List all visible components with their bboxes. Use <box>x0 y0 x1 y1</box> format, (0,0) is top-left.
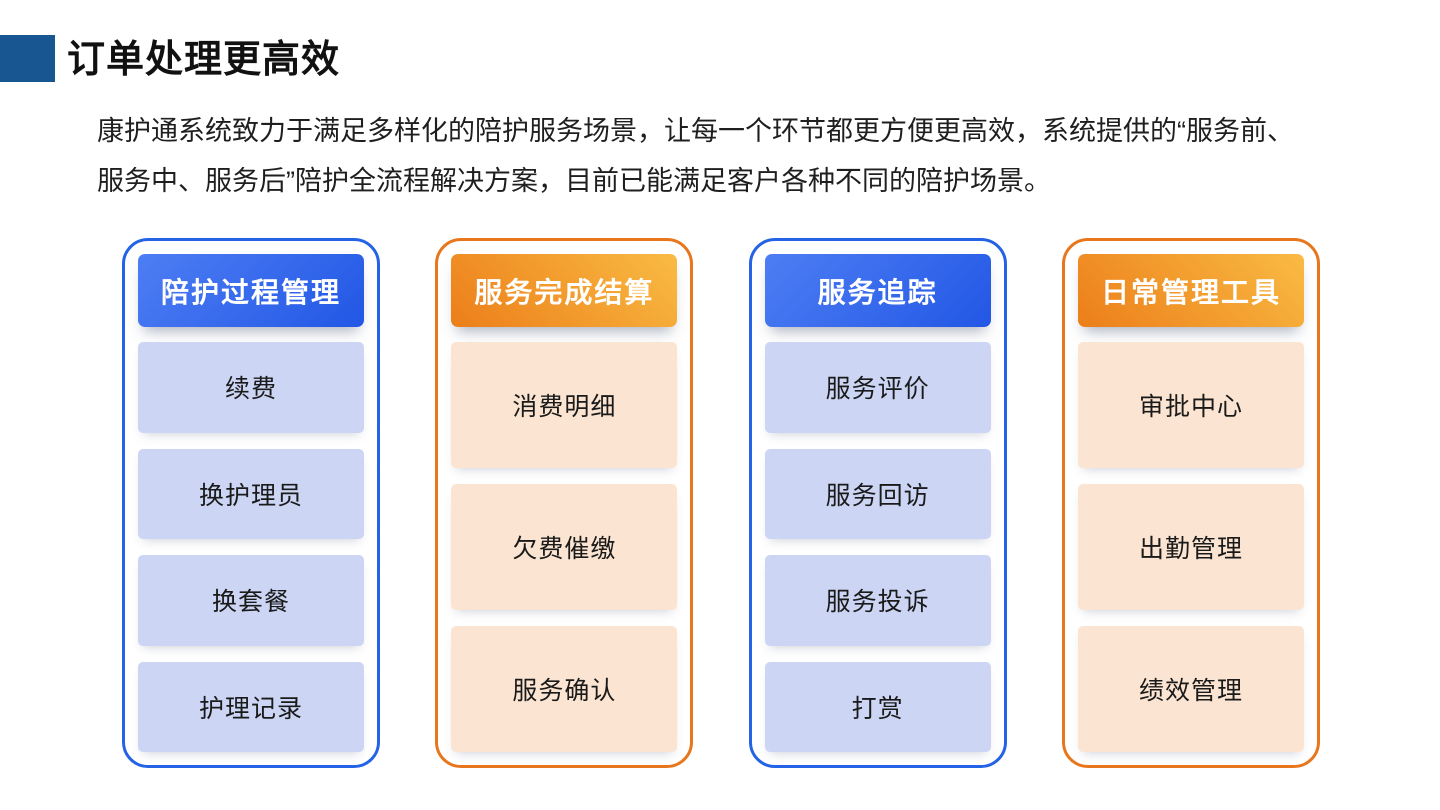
feature-card-2: 服务完成结算 消费明细欠费催缴服务确认 <box>435 238 694 768</box>
feature-item: 换护理员 <box>138 448 364 539</box>
feature-card-header: 服务追踪 <box>764 254 991 327</box>
feature-item: 服务确认 <box>451 626 678 752</box>
title-accent-square <box>0 35 55 82</box>
feature-item: 打赏 <box>764 661 991 752</box>
feature-item: 消费明细 <box>451 342 678 468</box>
feature-card-items: 消费明细欠费催缴服务确认 <box>451 342 678 752</box>
feature-card-items: 审批中心出勤管理绩效管理 <box>1077 342 1304 752</box>
feature-card-items: 服务评价服务回访服务投诉打赏 <box>764 342 991 752</box>
intro-line-2: 服务中、服务后”陪护全流程解决方案，目前已能满足客户各种不同的陪护场景。 <box>97 166 1051 196</box>
feature-card-items: 续费换护理员换套餐护理记录 <box>138 342 364 752</box>
feature-card-1: 陪护过程管理 续费换护理员换套餐护理记录 <box>122 238 380 768</box>
feature-item: 审批中心 <box>1077 342 1304 468</box>
intro-line-1: 康护通系统致力于满足多样化的陪护服务场景，让每一个环节都更方便更高效，系统提供的… <box>97 116 1294 146</box>
feature-item: 服务投诉 <box>764 555 991 646</box>
feature-card-header: 日常管理工具 <box>1077 254 1304 327</box>
feature-card-header: 陪护过程管理 <box>138 254 364 327</box>
feature-item: 出勤管理 <box>1077 484 1304 610</box>
feature-item: 欠费催缴 <box>451 484 678 610</box>
page-title: 订单处理更高效 <box>67 39 341 81</box>
intro-paragraph: 康护通系统致力于满足多样化的陪护服务场景，让每一个环节都更方便更高效，系统提供的… <box>97 106 1357 206</box>
feature-item: 护理记录 <box>138 661 364 752</box>
feature-card-header: 服务完成结算 <box>451 254 678 327</box>
feature-item: 换套餐 <box>138 555 364 646</box>
feature-item: 续费 <box>138 342 364 433</box>
feature-item: 绩效管理 <box>1077 626 1304 752</box>
feature-card-4: 日常管理工具 审批中心出勤管理绩效管理 <box>1061 238 1320 768</box>
feature-card-3: 服务追踪 服务评价服务回访服务投诉打赏 <box>748 238 1007 768</box>
feature-item: 服务评价 <box>764 342 991 433</box>
feature-columns: 陪护过程管理 续费换护理员换套餐护理记录 服务完成结算 消费明细欠费催缴服务确认… <box>122 238 1320 768</box>
feature-item: 服务回访 <box>764 448 991 539</box>
